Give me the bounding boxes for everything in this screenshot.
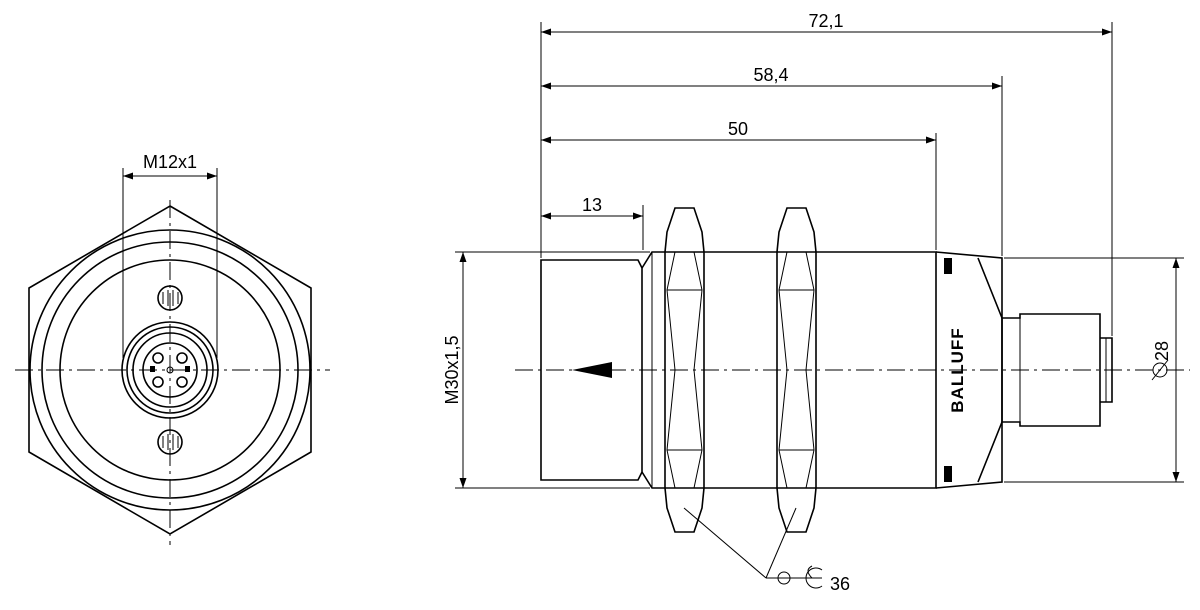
dim-wrench-size: 36 xyxy=(683,507,850,594)
hex-nut-2 xyxy=(776,207,817,533)
thread-label: M30x1,5 xyxy=(442,335,462,404)
hex-nut-outline xyxy=(28,205,312,535)
dim-body-to-connector: 58,4 xyxy=(541,65,1002,90)
dim-thread: M30x1,5 xyxy=(442,251,650,489)
body-to-connector-label: 58,4 xyxy=(753,65,788,85)
dim-diameter: 28 xyxy=(1004,257,1184,483)
switching-direction-arrow xyxy=(572,362,612,378)
threaded-body xyxy=(641,251,937,489)
connector-thread-label: M12x1 xyxy=(143,152,197,172)
housing-length-label: 50 xyxy=(728,119,748,139)
dim-overall-length: 72,1 xyxy=(541,11,1112,36)
front-view: M12x1 xyxy=(15,152,330,545)
housing-circle xyxy=(29,229,311,511)
led-window-top xyxy=(157,285,183,311)
dim-connector-thread: M12x1 xyxy=(122,152,218,358)
sensing-face-label: 13 xyxy=(582,195,602,215)
wrench-size-label: 36 xyxy=(830,574,850,594)
overall-length-label: 72,1 xyxy=(808,11,843,31)
wrench-icon xyxy=(777,567,823,589)
dim-sensing-face: 13 xyxy=(541,195,643,220)
rear-connector xyxy=(1001,313,1101,427)
led-window-bottom xyxy=(157,429,183,455)
diameter-label: 28 xyxy=(1152,341,1172,361)
brand-logo: BALLUFF xyxy=(948,327,967,412)
dim-housing-length: 50 xyxy=(541,119,936,144)
m12-connector xyxy=(121,321,219,419)
side-view: BALLUFF xyxy=(515,207,1190,533)
dimensions: 72,1 58,4 50 13 M30x1,5 xyxy=(442,11,1184,594)
diameter-symbol-icon xyxy=(1151,359,1169,381)
hex-nut-1 xyxy=(664,207,705,533)
